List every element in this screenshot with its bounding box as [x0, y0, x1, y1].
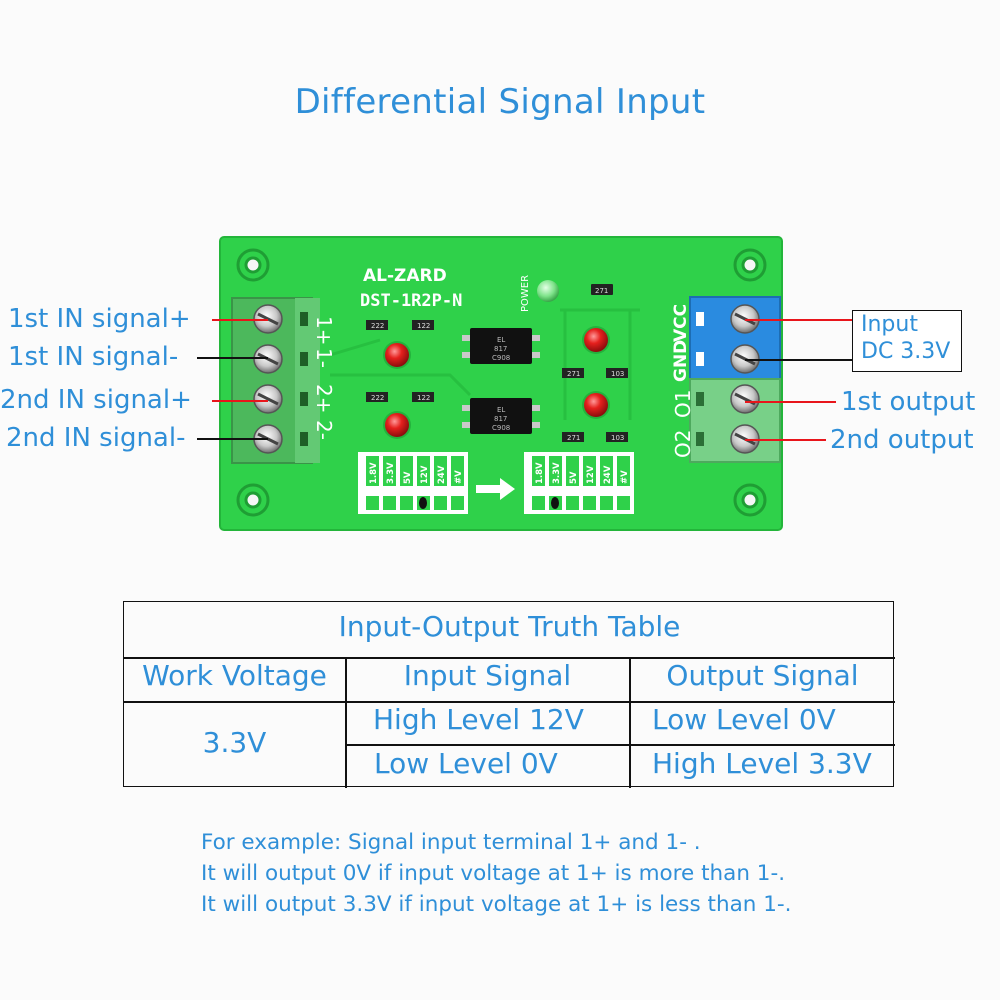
row1-output: Low Level 0V — [652, 703, 836, 736]
svg-text:5V: 5V — [569, 471, 579, 484]
svg-text:103: 103 — [611, 370, 624, 378]
header-work-voltage: Work Voltage — [142, 659, 327, 692]
svg-text:271: 271 — [595, 287, 608, 295]
page-title: Differential Signal Input — [294, 82, 706, 122]
svg-text:817: 817 — [494, 345, 507, 353]
svg-text:2+: 2+ — [312, 384, 336, 413]
svg-text:O1: O1 — [671, 390, 695, 418]
svg-text:#V: #V — [454, 470, 464, 484]
board-brand: AL-ZARD — [363, 266, 447, 286]
svg-text:3.3V: 3.3V — [386, 462, 396, 484]
svg-text:24V: 24V — [437, 465, 447, 484]
svg-text:1.8V: 1.8V — [535, 462, 545, 484]
power-led — [537, 280, 559, 302]
label-1st-in-minus: 1st IN signal- — [8, 342, 179, 372]
voltage-jumper-left: 1.8V 3.3V 5V 12V 24V #V — [358, 452, 468, 514]
row2-output: High Level 3.3V — [652, 747, 872, 780]
header-output-signal: Output Signal — [666, 659, 859, 692]
svg-text:1.8V: 1.8V — [369, 462, 379, 484]
power-label: POWER — [520, 275, 531, 312]
input-terminal-block — [231, 297, 320, 464]
label-1st-output: 1st output — [841, 387, 976, 417]
output-terminal-block — [689, 296, 781, 463]
svg-text:271: 271 — [567, 434, 580, 442]
input-voltage-label: DC 3.3V — [861, 339, 951, 364]
header-input-signal: Input Signal — [403, 659, 572, 692]
svg-text:#V: #V — [620, 470, 630, 484]
smd-resistors: 222 122 222 122 271 103 271 103 — [366, 320, 628, 442]
svg-text:1+: 1+ — [312, 316, 336, 345]
row1-input: High Level 12V — [373, 703, 584, 736]
truth-table: Input-Output Truth Table Work Voltage In… — [123, 601, 895, 788]
svg-text:3.3V: 3.3V — [552, 462, 562, 484]
svg-text:817: 817 — [494, 415, 507, 423]
input-label: Input — [861, 312, 918, 337]
label-2nd-in-minus: 2nd IN signal- — [6, 423, 186, 453]
optocoupler-chips: EL 817 C908 EL 817 C908 — [462, 328, 540, 434]
svg-text:222: 222 — [371, 394, 384, 402]
svg-text:103: 103 — [611, 434, 624, 442]
note-line-1: For example: Signal input terminal 1+ an… — [201, 830, 701, 855]
svg-text:122: 122 — [417, 322, 430, 330]
svg-text:12V: 12V — [586, 465, 596, 484]
input-dc-box: Input DC 3.3V — [852, 310, 962, 372]
svg-text:VCC: VCC — [671, 304, 691, 342]
label-1st-in-plus: 1st IN signal+ — [8, 304, 191, 334]
note-line-2: It will output 0V if input voltage at 1+… — [201, 861, 786, 886]
svg-text:24V: 24V — [603, 465, 613, 484]
svg-text:5V: 5V — [403, 471, 413, 484]
truth-table-title: Input-Output Truth Table — [338, 610, 681, 643]
svg-text:12V: 12V — [420, 465, 430, 484]
svg-text:O2: O2 — [671, 430, 695, 458]
svg-text:122: 122 — [417, 394, 430, 402]
svg-text:C908: C908 — [492, 354, 510, 362]
note-line-3: It will output 3.3V if input voltage at … — [201, 892, 792, 917]
svg-text:EL: EL — [497, 406, 505, 414]
svg-text:271: 271 — [567, 370, 580, 378]
label-2nd-output: 2nd output — [830, 425, 974, 455]
work-voltage-value: 3.3V — [202, 726, 267, 759]
voltage-jumper-right: 1.8V 3.3V 5V 12V 24V #V — [524, 452, 634, 514]
mounting-holes — [236, 248, 767, 517]
board-model: DST-1R2P-N — [360, 291, 462, 311]
row2-input: Low Level 0V — [374, 747, 558, 780]
arrow-right-icon — [476, 478, 515, 500]
wire-lines — [197, 319, 852, 441]
signal-leds — [383, 326, 610, 439]
svg-text:GND: GND — [671, 340, 691, 382]
svg-text:C908: C908 — [492, 424, 510, 432]
label-2nd-in-plus: 2nd IN signal+ — [0, 385, 192, 415]
pcb-board-image: AL-ZARD DST-1R2P-N POWER 271 1+ 1- — [197, 236, 852, 531]
svg-text:2-: 2- — [312, 420, 336, 440]
svg-text:222: 222 — [371, 322, 384, 330]
svg-text:EL: EL — [497, 336, 505, 344]
svg-text:1-: 1- — [312, 348, 336, 368]
